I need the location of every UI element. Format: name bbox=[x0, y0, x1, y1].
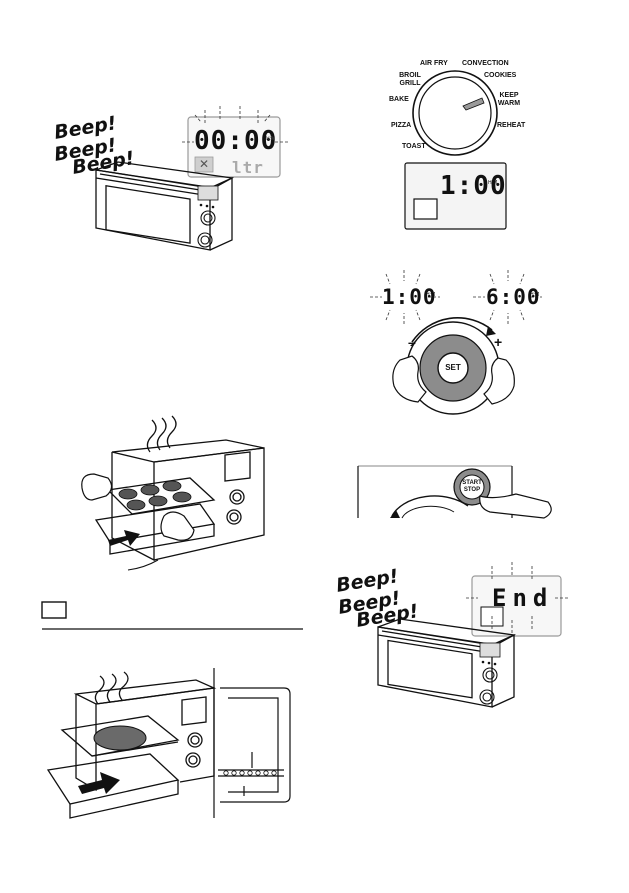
dial-label-keep-warm: KEEP WARM bbox=[497, 92, 521, 107]
timer-readout: 1:00 bbox=[440, 171, 507, 201]
dial-label-airfry: AIR FRY bbox=[420, 60, 448, 67]
dial-label-convection: CONVECTION bbox=[462, 60, 509, 67]
end-readout: End bbox=[492, 584, 554, 612]
adjust-from-readout: 1:00 bbox=[382, 285, 437, 309]
start-stop-button[interactable]: START STOP bbox=[462, 480, 482, 493]
dial-label-broil-grill: BROIL GRILL bbox=[399, 72, 421, 87]
adjust-to-readout: 6:00 bbox=[486, 285, 541, 309]
timer-readout: 00:00 bbox=[194, 126, 278, 156]
dial-label-pizza: PIZZA bbox=[391, 122, 412, 129]
minus-sign: – bbox=[408, 334, 416, 350]
set-button[interactable]: SET bbox=[445, 363, 461, 372]
unit-tag: H:M bbox=[488, 180, 498, 186]
dial-label-bake: BAKE bbox=[389, 96, 409, 103]
unit-tag: H:M bbox=[426, 292, 436, 298]
unit-tag: H:M bbox=[530, 292, 540, 298]
fan-icon: ✕ bbox=[198, 157, 210, 171]
sub-readout: ltr bbox=[232, 158, 264, 177]
plus-sign: + bbox=[494, 334, 503, 350]
dial-label-reheat: REHEAT bbox=[497, 122, 526, 129]
unit-tag: H:M bbox=[266, 136, 276, 142]
dial-label-cookies: COOKIES bbox=[484, 72, 517, 79]
dial-label-toast: TOAST bbox=[402, 143, 426, 150]
